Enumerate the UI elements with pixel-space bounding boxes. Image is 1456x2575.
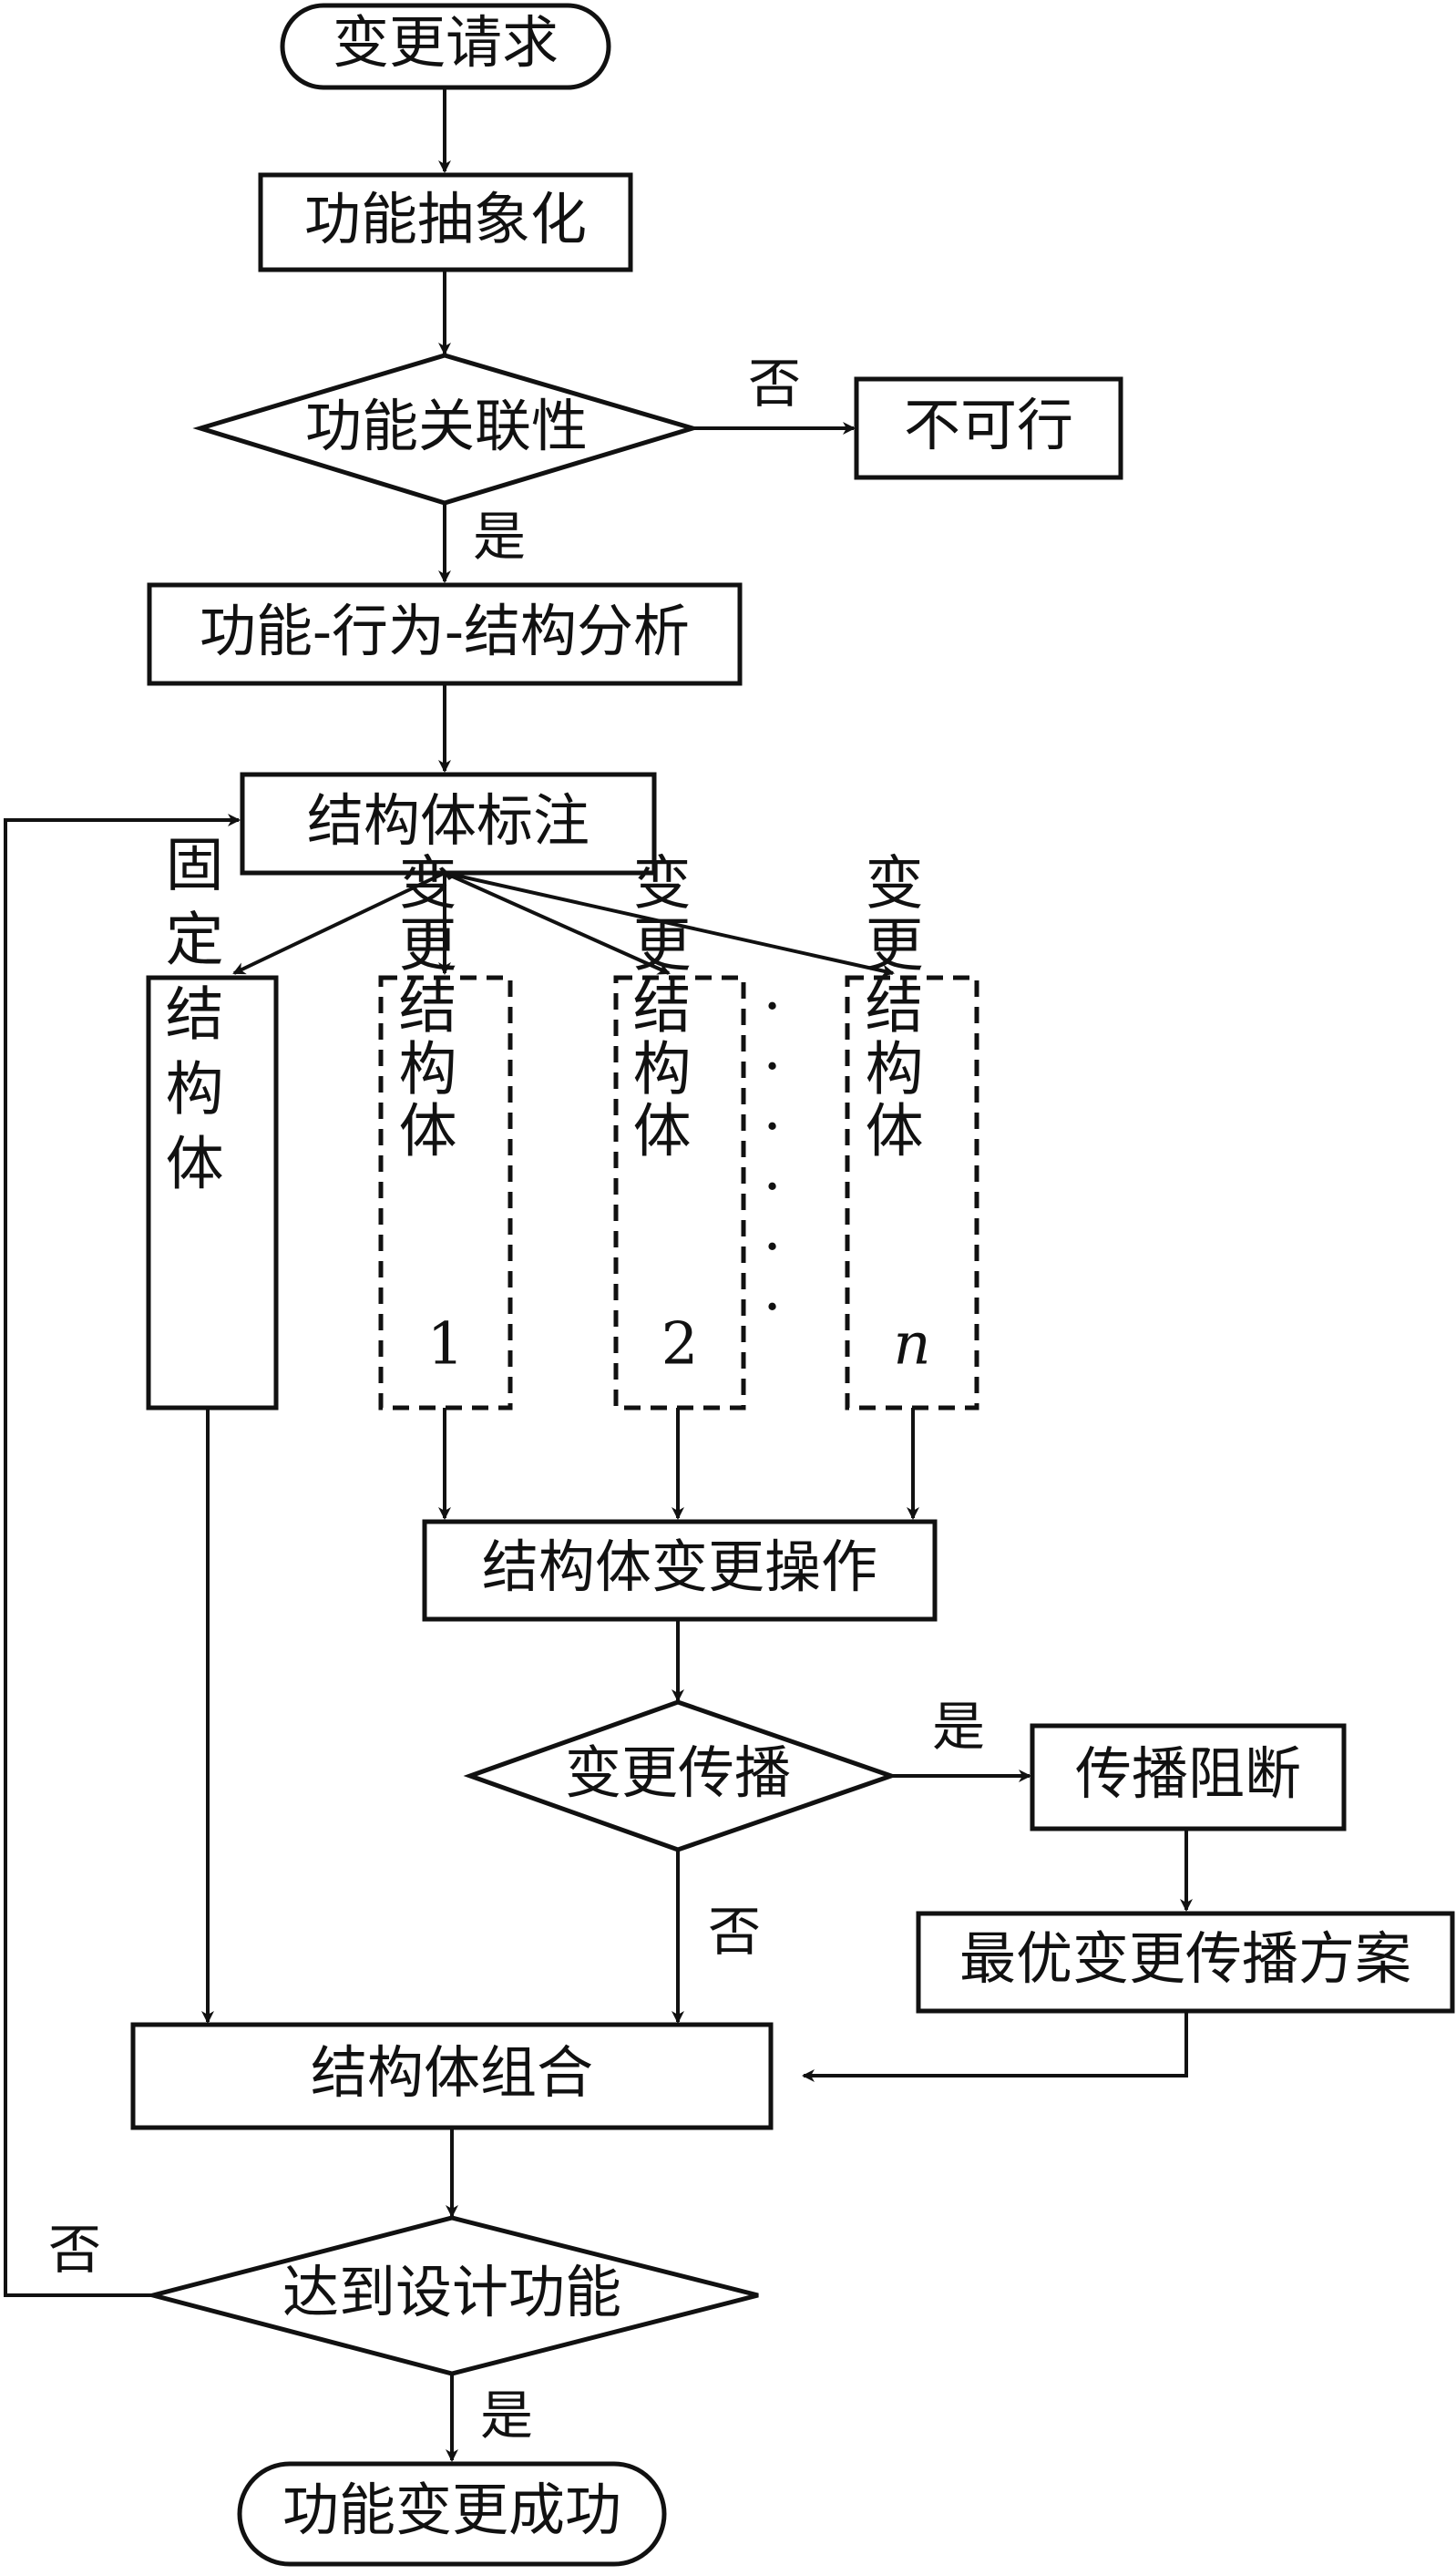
function-correlation-label: 功能关联性	[305, 393, 588, 459]
node-fbs-analysis: 功能-行为-结构分析	[147, 582, 743, 686]
function-abstraction-label: 功能抽象化	[304, 186, 587, 252]
design-no-label: 否	[48, 2219, 101, 2281]
design-yes-label: 是	[480, 2385, 533, 2447]
process-box	[130, 2022, 774, 2130]
dashed-process-box	[613, 975, 746, 1411]
node-structure-annotation: 结构体标注	[240, 772, 657, 876]
process-box	[854, 376, 1123, 480]
dashed-process-box	[378, 975, 513, 1411]
node-function-change-success: 功能变更成功	[237, 2461, 667, 2567]
terminal-end	[237, 2461, 667, 2567]
change-request-label: 变更请求	[333, 9, 559, 76]
node-function-correlation: 功能关联性	[192, 353, 701, 506]
propagation-yes-label: 是	[932, 1696, 985, 1758]
changed-structure-1-index: 1	[427, 1311, 465, 1379]
node-fixed-structure: 固定结构体	[146, 834, 279, 1411]
decision-diamond	[463, 1699, 898, 1852]
process-box	[1030, 1723, 1347, 1831]
node-structure-combination: 结构体组合	[130, 2022, 774, 2130]
node-function-abstraction: 功能抽象化	[258, 172, 633, 272]
node-change-propagation: 变更传播	[463, 1699, 898, 1852]
optimal-propagation-scheme-label: 最优变更传播方案	[959, 1925, 1411, 1992]
process-box	[147, 582, 743, 686]
changed-structure-2-label: 变更结构体	[623, 852, 691, 1162]
changed-structure-2-index: 2	[661, 1311, 699, 1379]
edge-design-loop-back	[4, 814, 241, 2297]
edge-optimal-to-combination	[802, 2011, 1188, 2082]
node-infeasible: 不可行	[854, 376, 1123, 480]
node-structure-change-operation: 结构体变更操作	[422, 1519, 938, 1622]
fbs-analysis-label: 功能-行为-结构分析	[200, 598, 690, 664]
change-propagation-label: 变更传播	[565, 1739, 791, 1806]
terminal-start	[280, 3, 611, 90]
achieve-design-function-label: 达到设计功能	[282, 2259, 621, 2325]
process-box	[916, 1911, 1455, 2014]
process-box	[258, 172, 633, 272]
dashed-process-box	[845, 975, 979, 1411]
node-propagation-blocking: 传播阻断	[1030, 1723, 1347, 1831]
node-changed-structure-n: 变更结构体 n	[845, 852, 979, 1411]
node-change-request: 变更请求	[280, 3, 611, 90]
structure-annotation-label: 结构体标注	[307, 787, 590, 854]
propagation-no-label: 否	[708, 1901, 761, 1963]
edge-annotation-to-change-2	[444, 871, 671, 975]
changed-structure-n-index: n	[893, 1311, 930, 1379]
fixed-structure-label: 固定结构体	[156, 834, 223, 1207]
decision-diamond	[144, 2215, 759, 2376]
process-box	[240, 772, 657, 876]
edge-annotation-to-change-n	[444, 871, 895, 978]
changed-structure-1-label: 变更结构体	[389, 852, 456, 1162]
decision-diamond	[192, 353, 701, 506]
function-change-success-label: 功能变更成功	[282, 2477, 621, 2543]
changed-structure-n-label: 变更结构体	[856, 852, 923, 1162]
correlation-no-label: 否	[748, 353, 801, 415]
connector-lines	[4, 87, 1193, 2462]
structure-change-operation-label: 结构体变更操作	[482, 1534, 877, 1600]
correlation-yes-label: 是	[473, 506, 526, 568]
structure-combination-label: 结构体组合	[311, 2039, 593, 2106]
process-box	[422, 1519, 938, 1622]
propagation-blocking-label: 传播阻断	[1075, 1740, 1301, 1807]
node-achieve-design-function: 达到设计功能	[144, 2215, 759, 2376]
infeasible-label: 不可行	[904, 392, 1073, 458]
structure-ellipsis: ......	[739, 956, 806, 1317]
process-box	[146, 975, 279, 1411]
node-changed-structure-2: 变更结构体 2	[613, 852, 746, 1411]
edge-annotation-to-fixed	[232, 871, 446, 975]
node-optimal-propagation-scheme: 最优变更传播方案	[916, 1911, 1455, 2014]
node-changed-structure-1: 变更结构体 1	[378, 852, 513, 1411]
